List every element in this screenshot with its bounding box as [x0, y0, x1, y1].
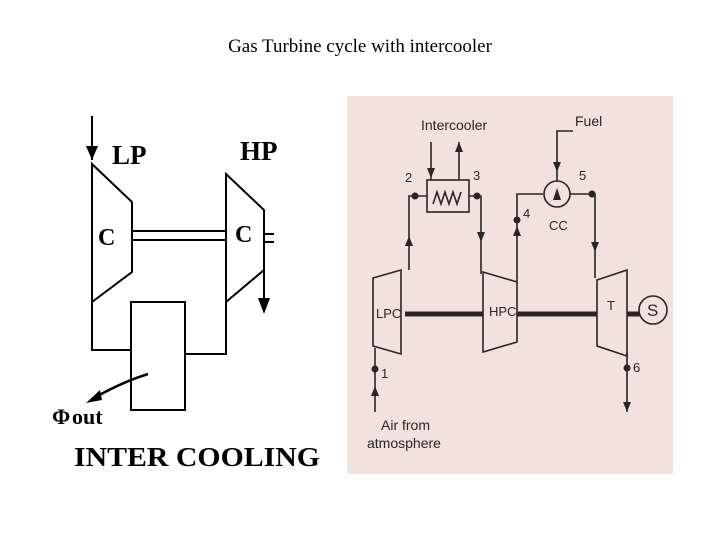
intercooler-box	[426, 179, 470, 213]
hpc-label: HPC	[489, 304, 516, 319]
air-inlet-label-line1: Air from	[381, 417, 430, 433]
fuel-label: Fuel	[575, 113, 602, 129]
turbine-label: T	[607, 298, 615, 313]
state-point-6-dot	[623, 364, 631, 372]
state-point-2-label: 2	[405, 170, 412, 185]
cc-flame-icon	[553, 188, 561, 200]
hp-compressor-label: C	[235, 222, 252, 248]
heat-out-symbol: Φ	[52, 404, 70, 429]
hp-outlet-arrowhead	[258, 298, 270, 314]
state-point-5-dot	[588, 190, 596, 198]
inter-cooling-caption: INTER COOLING	[74, 442, 320, 472]
state-point-4-label: 4	[523, 206, 530, 221]
state-point-4-dot	[513, 216, 521, 224]
fuel-arrowhead	[553, 162, 561, 172]
fuel-line	[556, 130, 573, 181]
hpc-outlet-arrowhead	[513, 226, 521, 236]
inter-cooling-svg: LP HP C C Φ out INTER COOLING	[52, 116, 320, 472]
intercooled-cycle-svg: Intercooler Fuel CC LPC HPC T S Air from…	[367, 113, 668, 451]
state-point-3-dot	[473, 192, 481, 200]
intercooler-to-hpc-line	[469, 195, 482, 274]
coolant-out-arrowhead	[455, 142, 463, 152]
heat-out-text: out	[72, 404, 103, 429]
state-point-1-dot	[371, 365, 379, 373]
lpc-label: LPC	[376, 306, 401, 321]
intercooled-cycle-diagram: Intercooler Fuel CC LPC HPC T S Air from…	[347, 96, 673, 474]
inter-cooling-schematic: LP HP C C Φ out INTER COOLING	[30, 102, 336, 480]
cc-to-turbine-line	[570, 193, 596, 278]
lpc-compressor	[372, 268, 402, 356]
lpc-to-intercooler-line	[408, 195, 427, 270]
intercooler-label: Intercooler	[421, 117, 487, 133]
turbine-inlet-arrowhead	[591, 242, 599, 252]
lp-label: LP	[112, 140, 147, 170]
air-inlet-arrowhead	[371, 386, 379, 396]
turbine	[596, 268, 628, 358]
state-point-5-label: 5	[579, 168, 586, 183]
state-point-3-label: 3	[473, 168, 480, 183]
cc-label: CC	[549, 218, 568, 233]
lp-compressor-label: C	[98, 225, 115, 251]
shaft-output-label: S	[647, 301, 658, 320]
hpc-to-cc-line	[516, 193, 543, 282]
shaft-output-circle	[638, 295, 668, 325]
hpc-compressor	[482, 270, 518, 354]
lpc-outlet-arrowhead	[405, 236, 413, 246]
intercooler-to-hp-pipe	[185, 302, 227, 355]
intercooler-coil	[432, 189, 462, 207]
state-point-2-dot	[411, 192, 419, 200]
state-point-dots	[371, 190, 631, 373]
shaft-to-output-line	[626, 311, 640, 315]
hp-label: HP	[240, 136, 278, 166]
intercooler-box	[130, 301, 186, 411]
air-inlet-label-line2: atmosphere	[367, 435, 441, 451]
hpc-inlet-arrowhead	[477, 232, 485, 242]
flow-arrowheads	[371, 142, 631, 412]
heat-out-arrowhead	[86, 390, 102, 403]
coolant-in-arrowhead	[427, 168, 435, 178]
lp-compressor	[91, 161, 133, 304]
exhaust-arrowhead	[623, 402, 631, 412]
slide-title: Gas Turbine cycle with intercooler	[228, 36, 492, 57]
state-point-1-label: 1	[381, 366, 388, 381]
lp-to-intercooler-pipe	[91, 302, 131, 351]
state-point-6-label: 6	[633, 360, 640, 375]
lp-inlet-arrowhead	[86, 146, 98, 160]
